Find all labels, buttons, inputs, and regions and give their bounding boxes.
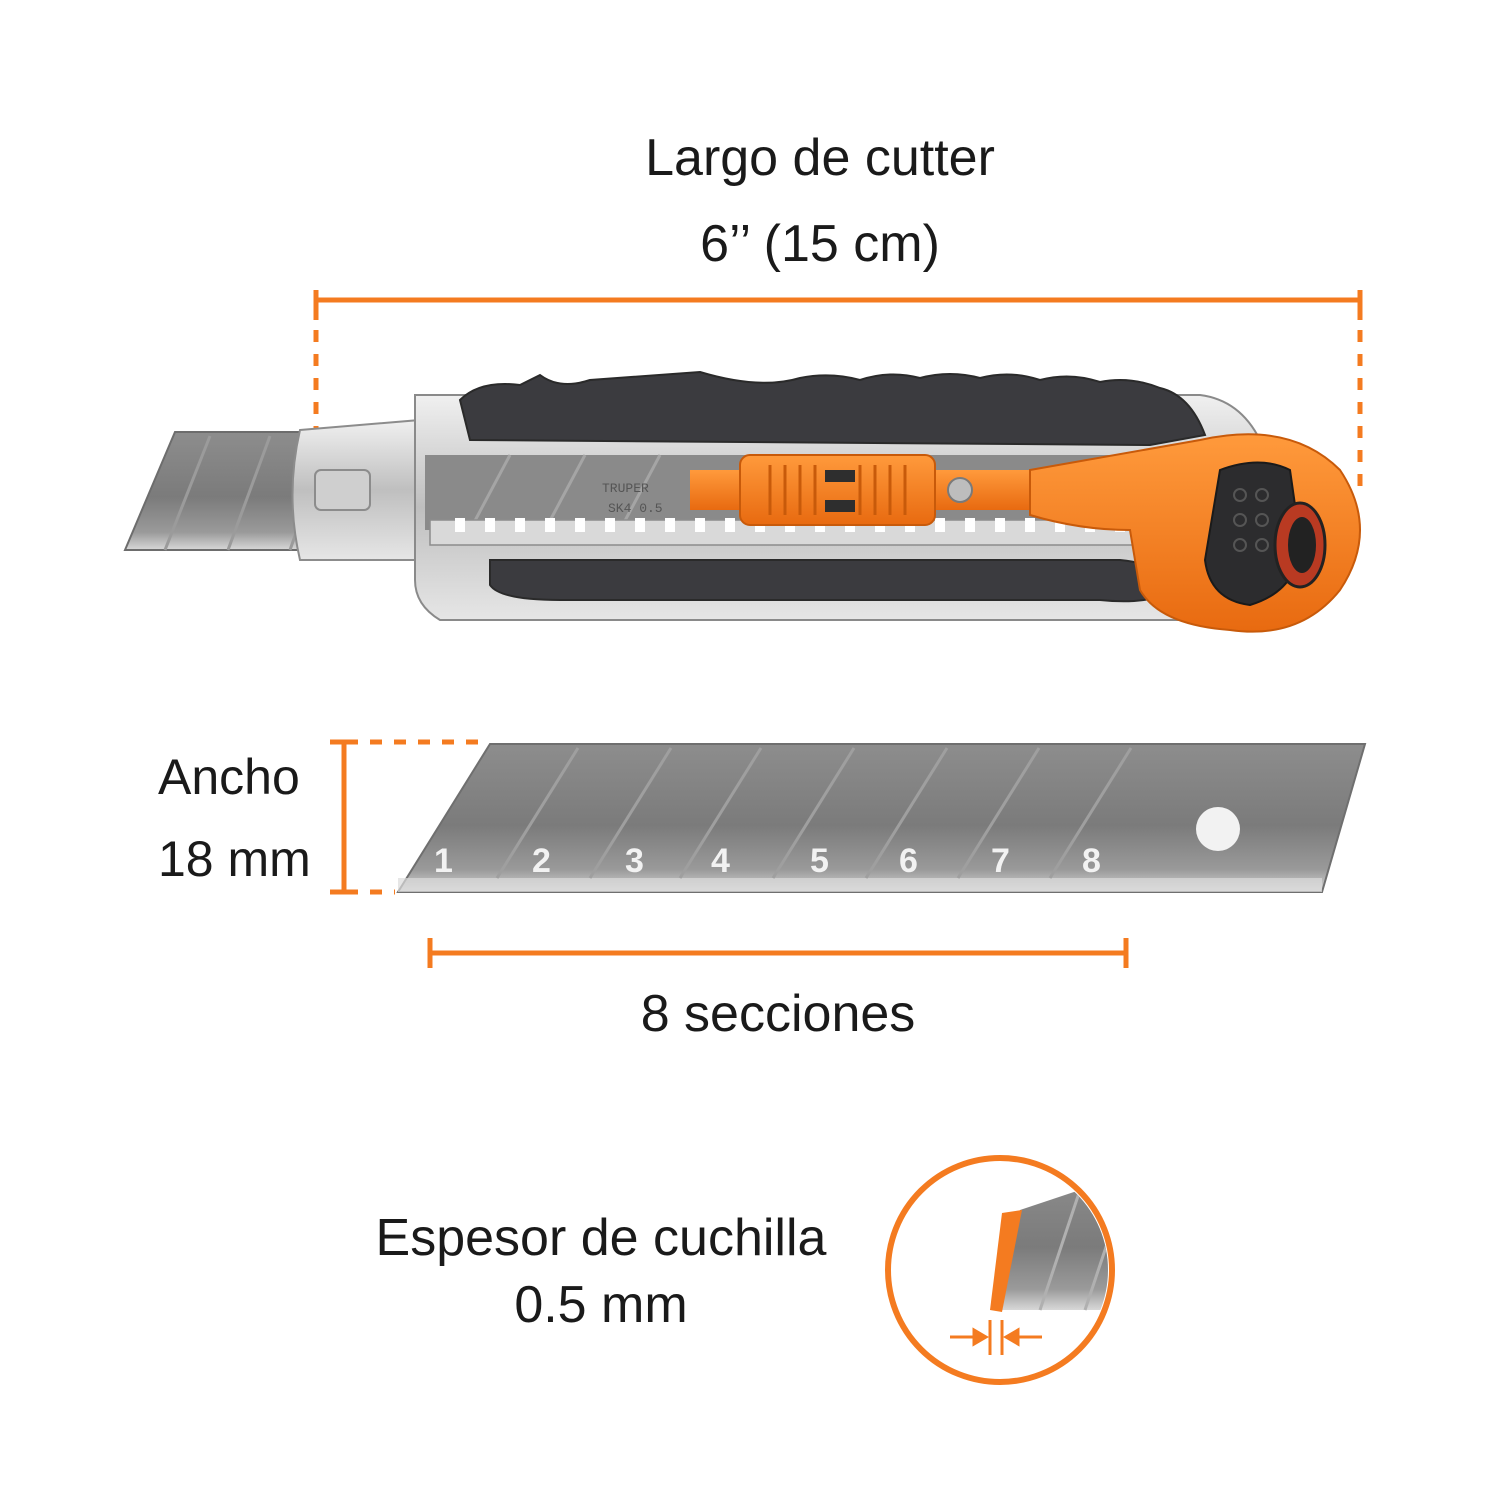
blade-section-number: 3 [625, 842, 644, 880]
sections-label: 8 secciones [640, 985, 916, 1043]
length-title: Largo de cutter [645, 129, 995, 187]
blade-section-number: 2 [532, 842, 551, 880]
length-value: 6’’ (15 cm) [700, 215, 940, 273]
sections-dimension-line [427, 938, 1129, 968]
cutter-blade-spec: SK4 0.5 [608, 501, 663, 516]
cutter-brand-mark: TRUPER [602, 481, 649, 496]
blade-section-number: 7 [991, 842, 1010, 880]
blade-section-number: 4 [711, 842, 730, 880]
length-dimension-line [313, 290, 1363, 490]
blade-section-number: 6 [899, 842, 918, 880]
blade-section-number: 5 [810, 842, 829, 880]
width-value: 18 mm [158, 831, 311, 887]
thickness-detail [885, 1155, 1115, 1385]
blade-section-number: 8 [1082, 842, 1101, 880]
width-title: Ancho [158, 749, 300, 805]
cutter-illustration: TRUPER SK4 0.5 [123, 370, 1361, 633]
width-dimension-line [330, 739, 490, 895]
thickness-title: Espesor de cuchilla [375, 1209, 827, 1267]
thickness-value: 0.5 mm [514, 1276, 688, 1334]
blade-illustration: 1 2 3 4 5 6 7 8 [396, 743, 1367, 893]
blade-section-number: 1 [434, 842, 453, 880]
